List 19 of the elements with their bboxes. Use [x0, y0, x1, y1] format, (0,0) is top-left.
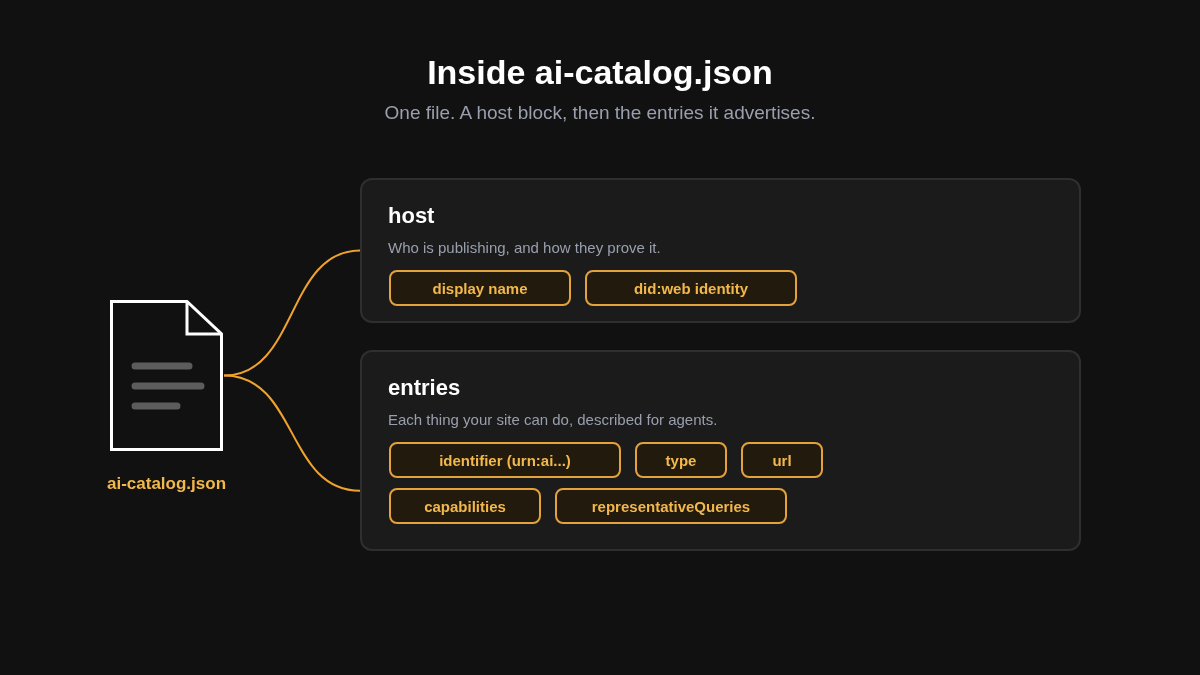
section-card [360, 350, 1081, 551]
diagram-subtitle: One file. A host block, then the entries it advertises. [383, 101, 817, 125]
file-name-label: ai-catalog.json [106, 473, 227, 495]
section-heading: host [388, 202, 435, 230]
diagram-title: Inside ai-catalog.json [426, 52, 774, 93]
section-description: Who is publishing, and how they prove it. [388, 238, 661, 258]
field-name-tag: representativeQueries [555, 488, 787, 524]
field-name-tag: display name [389, 270, 571, 306]
connector-line [223, 374, 361, 492]
field-name-tag: identifier (urn:ai...) [389, 442, 621, 478]
field-name-tag: did:web identity [585, 270, 797, 306]
document-icon [110, 300, 223, 451]
section-heading: entries [388, 374, 461, 402]
section-description: Each thing your site can do, described for agents. [388, 410, 718, 430]
field-name-tag: url [741, 442, 823, 478]
field-name-tag: type [635, 442, 727, 478]
section-card [360, 178, 1081, 323]
field-name-tag: capabilities [389, 488, 541, 524]
connector-line [223, 249, 361, 377]
